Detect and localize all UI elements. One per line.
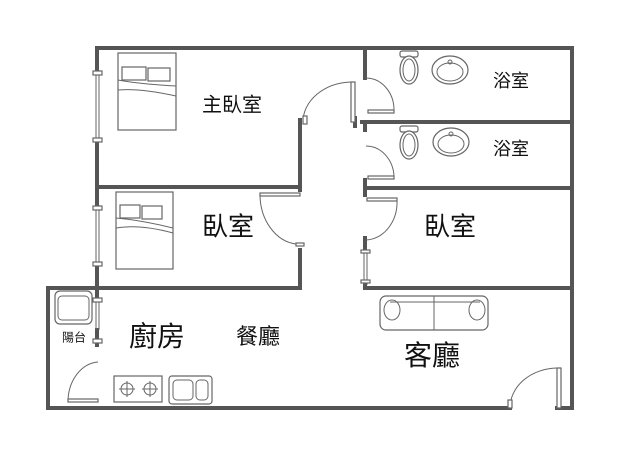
sink-icon (432, 127, 470, 157)
bedroom-right-label: 臥室 (424, 213, 476, 243)
bathroom-2-label: 浴室 (493, 139, 529, 160)
kitchen-label: 廚房 (129, 320, 185, 353)
living-room-label: 客廳 (404, 339, 460, 372)
doors (67, 77, 562, 409)
balcony-label: 陽台 (62, 330, 86, 345)
master-bedroom-label: 主臥室 (202, 93, 262, 117)
bathroom-1-door (365, 77, 395, 114)
dining-label: 餐廳 (236, 325, 280, 350)
bathroom-2-door (365, 145, 395, 180)
balcony-door (67, 361, 99, 403)
walls (46, 46, 574, 410)
bed-icon (115, 191, 174, 270)
toilet-icon (399, 125, 419, 160)
windows (92, 70, 371, 344)
sofa-icon (379, 295, 489, 331)
sink-icon (431, 55, 469, 85)
bedroom-left-door (259, 192, 305, 247)
entrance-door (507, 367, 562, 409)
bedroom-right-door (365, 197, 398, 241)
washing-machine-icon (54, 290, 93, 325)
stove-icon (113, 375, 163, 403)
toilet-icon (399, 50, 419, 85)
bathroom-1-label: 浴室 (493, 71, 529, 92)
master-bedroom-door (302, 81, 356, 125)
master-bed-icon (117, 52, 177, 131)
kitchen-sink-icon (168, 375, 213, 405)
bedroom-left-label: 臥室 (202, 213, 254, 243)
